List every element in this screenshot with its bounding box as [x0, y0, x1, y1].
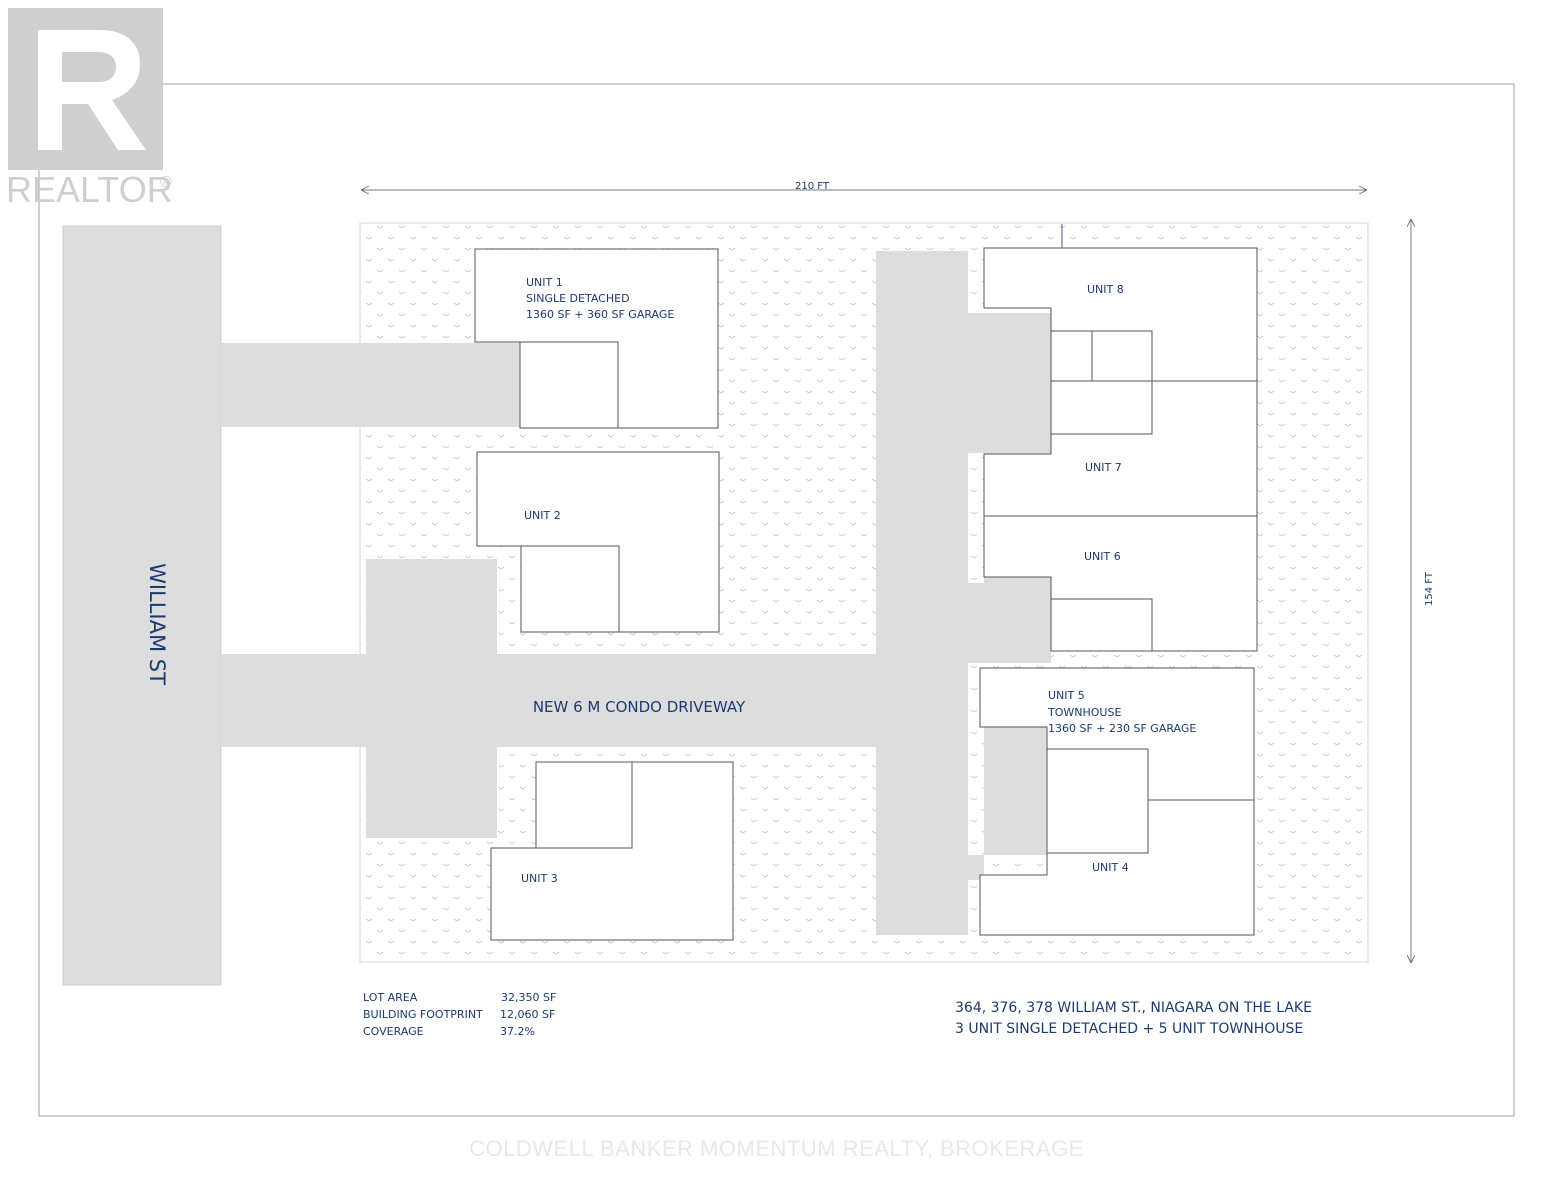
coverage-label: COVERAGE [363, 1025, 424, 1038]
unit1-driveway [221, 343, 520, 427]
registered-mark: ® [160, 174, 172, 191]
rear-lane [876, 251, 968, 935]
unit5-type: TOWNHOUSE [1047, 706, 1121, 719]
unit1-size: 1360 SF + 360 SF GARAGE [526, 308, 674, 321]
lot-area-label: LOT AREA [363, 991, 418, 1004]
unit8-name: UNIT 8 [1087, 283, 1124, 296]
buildings [474, 247, 1258, 941]
unit6-garage [1050, 598, 1153, 652]
william-street [62, 225, 222, 986]
footprint-value: 12,060 SF [500, 1008, 555, 1021]
main-driveway [221, 654, 876, 747]
lane-bay-south [968, 727, 1047, 880]
street-label: WILLIAM ST [145, 563, 169, 685]
unit5-name: UNIT 5 [1048, 689, 1085, 702]
unit3-garage [535, 761, 633, 849]
unit3-name: UNIT 3 [521, 872, 558, 885]
height-dimension: 154 FT [1424, 571, 1435, 606]
width-dimension: 210 FT [795, 181, 830, 192]
project-address: 364, 376, 378 WILLIAM ST., NIAGARA ON TH… [955, 1000, 1312, 1016]
unit8-garage [1050, 330, 1153, 435]
unit2-name: UNIT 2 [524, 509, 561, 522]
unit2-garage [520, 545, 620, 633]
unit5-size: 1360 SF + 230 SF GARAGE [1048, 722, 1196, 735]
unit4-name: UNIT 4 [1092, 861, 1129, 874]
unit6-name: UNIT 6 [1084, 550, 1121, 563]
driveway-label: NEW 6 M CONDO DRIVEWAY [533, 698, 746, 716]
brokerage-footer: COLDWELL BANKER MOMENTUM REALTY, BROKERA… [469, 1136, 1084, 1161]
lot-area-value: 32,350 SF [501, 991, 556, 1004]
unit5-garage [1046, 748, 1149, 854]
drawing-frame [38, 83, 1515, 1117]
driveway [221, 251, 1051, 935]
unit1-type: SINGLE DETACHED [526, 292, 630, 305]
realtor-logo: REALTOR ® [6, 8, 173, 210]
unit7-name: UNIT 7 [1085, 461, 1122, 474]
unit1-name: UNIT 1 [526, 276, 563, 289]
turnaround [366, 559, 497, 838]
coverage-value: 37.2% [500, 1025, 535, 1038]
realtor-wordmark: REALTOR [6, 169, 173, 210]
project-description: 3 UNIT SINGLE DETACHED + 5 UNIT TOWNHOUS… [955, 1021, 1303, 1037]
footprint-label: BUILDING FOOTPRINT [363, 1008, 483, 1021]
unit1-garage [519, 341, 619, 429]
